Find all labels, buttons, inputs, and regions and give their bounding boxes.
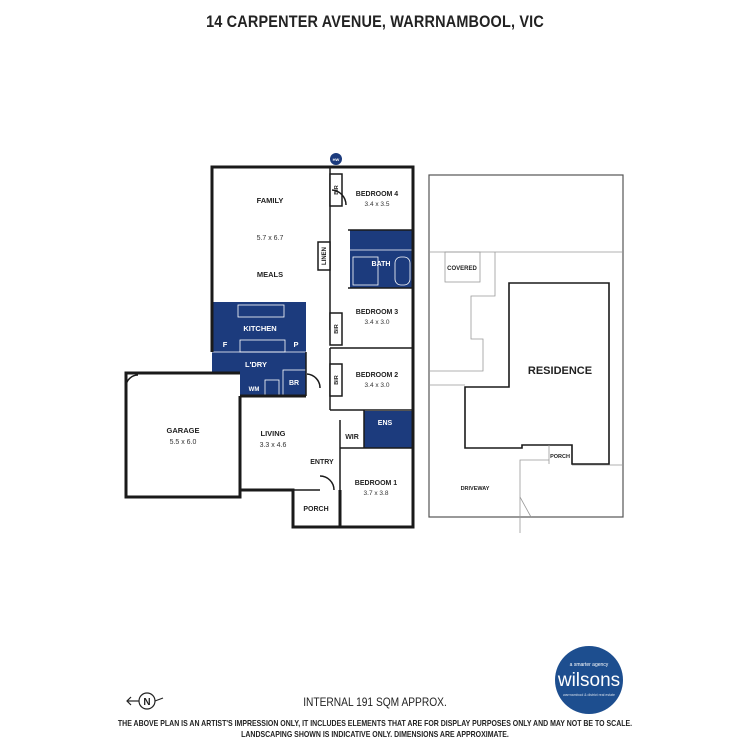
north-compass-icon (126, 692, 164, 710)
bir-label-bed3: BIR (334, 324, 340, 334)
compass-label: N (143, 697, 150, 708)
bir-label-bed4: BIR (334, 185, 340, 195)
wir-label: WIR (345, 434, 359, 441)
pantry-label: P (293, 340, 298, 349)
kitchen-label: KITCHEN (243, 324, 276, 333)
bedroom2-label: BEDROOM 2 (356, 372, 399, 379)
kitchen-area (212, 302, 306, 352)
fridge-label: F (223, 340, 228, 349)
bedroom4-label: BEDROOM 4 (356, 191, 399, 198)
laundry-label: L'DRY (245, 360, 267, 369)
logo-sub: warrnambool & district real estate (563, 693, 615, 697)
family-label: FAMILY (257, 196, 284, 205)
bedroom3-label: BEDROOM 3 (356, 309, 399, 316)
site-porch-label: PORCH (550, 454, 570, 460)
bir-label-bed2: BIR (334, 375, 340, 385)
ensuite-area (364, 411, 413, 448)
page-title: 14 CARPENTER AVENUE, WARRNAMBOOL, VIC (206, 12, 544, 31)
bath-label: BATH (372, 261, 391, 268)
driveway-label: DRIVEWAY (461, 486, 490, 492)
garage-dims: 5.5 x 6.0 (170, 439, 197, 446)
bath-area (350, 230, 413, 288)
covered-label: COVERED (447, 266, 477, 272)
garage-label: GARAGE (167, 426, 200, 435)
family-dims: 5.7 x 6.7 (257, 235, 284, 242)
hot-water-badge (330, 153, 342, 165)
porch-label: PORCH (303, 506, 328, 513)
bedroom3-dims: 3.4 x 3.0 (365, 319, 390, 326)
linen-label: LINEN (322, 247, 328, 265)
entry-label: ENTRY (310, 459, 334, 466)
disclaimer: THE ABOVE PLAN IS AN ARTIST'S IMPRESSION… (68, 718, 683, 740)
bedroom2-dims: 3.4 x 3.0 (365, 382, 390, 389)
br-label: BR (289, 380, 299, 387)
bedroom1-label: BEDROOM 1 (355, 480, 398, 487)
logo-tagline: a smarter agency (569, 662, 609, 668)
living-dims: 3.3 x 4.6 (260, 442, 287, 449)
disclaimer-line-2: LANDSCAPING SHOWN IS INDICATIVE ONLY. DI… (241, 729, 509, 739)
ensuite-label: ENS (378, 420, 393, 427)
logo-name: wilsons (557, 670, 621, 691)
residence-label: RESIDENCE (528, 365, 592, 377)
living-label: LIVING (260, 429, 285, 438)
bedroom1-dims: 3.7 x 3.8 (364, 490, 389, 497)
bedroom4-dims: 3.4 x 3.5 (365, 201, 390, 208)
disclaimer-line-1: THE ABOVE PLAN IS AN ARTIST'S IMPRESSION… (117, 718, 633, 728)
agency-logo: a smarter agency wilsons warrnambool & d… (555, 646, 623, 714)
meals-label: MEALS (257, 270, 283, 279)
internal-area: INTERNAL 191 SQM APPROX. (303, 695, 447, 709)
site-plan (428, 174, 624, 533)
wm-label: WM (249, 387, 260, 393)
hw-label: HW (333, 157, 340, 162)
